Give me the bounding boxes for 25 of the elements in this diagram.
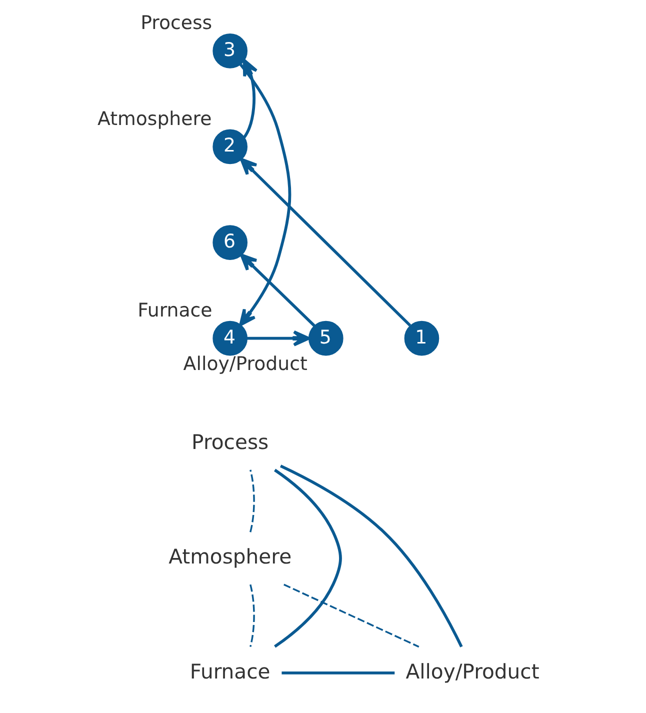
node-circle: 1 — [404, 320, 440, 356]
node-text: Atmosphere — [168, 544, 292, 569]
connector — [280, 464, 463, 648]
connector — [282, 672, 395, 674]
arrow — [242, 58, 258, 138]
connector — [274, 468, 342, 648]
node-label: Atmosphere — [98, 108, 212, 130]
node-label: Furnace — [138, 299, 212, 322]
node-label: Process — [140, 12, 212, 34]
node-circle: 4 — [212, 320, 248, 356]
node-circle: 6 — [212, 225, 248, 260]
node-text: Alloy/Product — [406, 659, 540, 684]
arrow — [240, 158, 412, 326]
arrow — [239, 64, 292, 326]
arrow — [246, 330, 310, 346]
node-text: Process — [192, 430, 269, 454]
node-circle: 5 — [308, 320, 344, 356]
connector — [250, 470, 255, 532]
node-circle: 2 — [212, 129, 248, 164]
node-text: Furnace — [190, 659, 270, 684]
node-label: Alloy/Product — [183, 353, 308, 376]
connector — [250, 584, 255, 647]
arrow — [240, 254, 316, 327]
node-circle: 3 — [212, 34, 248, 68]
connector — [284, 584, 420, 648]
